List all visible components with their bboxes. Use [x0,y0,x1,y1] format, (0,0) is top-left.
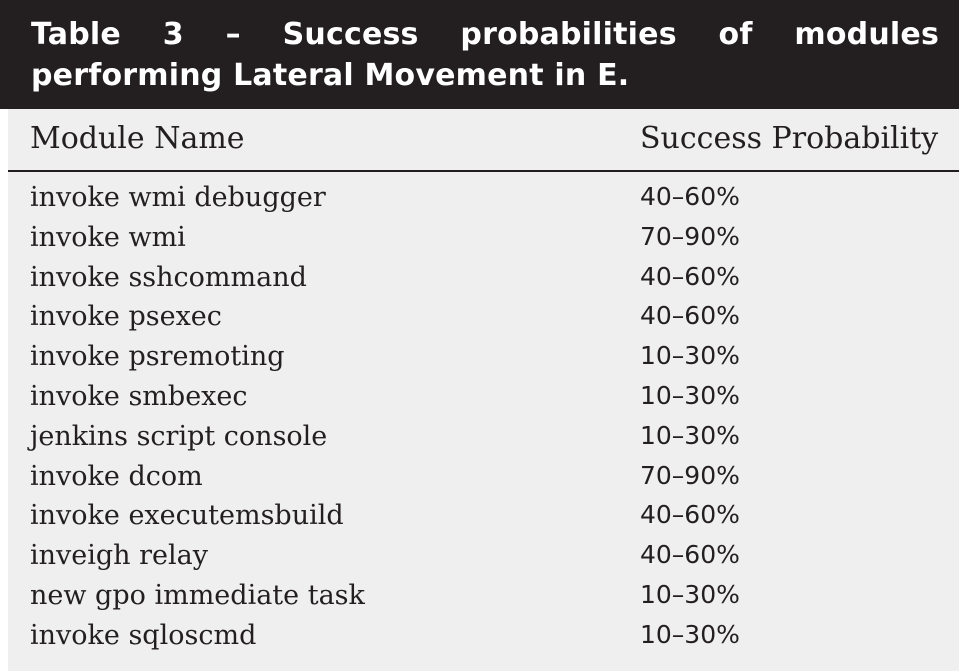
table-row: invoke psexec 40–60% [8,301,959,341]
table-row: invoke wmi debugger 40–60% [8,182,959,222]
success-probability-cell: 40–60% [640,301,740,331]
module-name-cell: invoke wmi debugger [30,182,326,213]
table-header-row: Module Name Success Probability [8,109,959,172]
success-probability-cell: 40–60% [640,182,740,211]
table-row: invoke wmi 70–90% [8,222,959,262]
table-row: invoke executemsbuild 40–60% [8,500,959,540]
success-probability-cell: 10–30% [640,341,740,371]
module-name-cell: inveigh relay [30,540,209,572]
table-title: Table 3 – Success probabilities of modul… [0,0,959,109]
table-row: invoke smbexec 10–30% [8,381,959,421]
module-name-cell: invoke smbexec [30,380,248,412]
success-probability-cell: 70–90% [640,221,740,251]
data-table: Module Name Success Probability invoke w… [8,109,959,671]
module-name-cell: invoke dcom [30,460,203,492]
table-row: invoke sshcommand 40–60% [8,262,959,302]
success-probability-cell: 10–30% [640,619,740,649]
success-probability-cell: 40–60% [640,540,740,570]
table-row: inveigh relay 40–60% [8,540,959,580]
success-probability-cell: 10–30% [640,579,740,609]
success-probability-cell: 40–60% [640,500,740,530]
module-name-cell: invoke psremoting [30,341,285,373]
column-header-module-name: Module Name [30,121,245,156]
success-probability-cell: 10–30% [640,420,740,450]
module-name-cell: invoke psexec [30,301,222,333]
module-name-cell: invoke wmi [30,221,186,253]
header-divider [8,170,959,172]
column-header-success-probability: Success Probability [640,121,939,156]
module-name-cell: invoke sqloscmd [30,619,257,651]
table-row: invoke psremoting 10–30% [8,341,959,381]
table-row: new gpo immediate task 10–30% [8,580,959,620]
success-probability-cell: 70–90% [640,460,740,490]
module-name-cell: invoke sshcommand [30,261,307,293]
module-name-cell: invoke executemsbuild [30,500,344,532]
table-row: jenkins script console 10–30% [8,421,959,461]
module-name-cell: jenkins script console [30,420,328,452]
table-row: invoke dcom 70–90% [8,461,959,501]
table-row: invoke sqloscmd 10–30% [8,620,959,660]
module-name-cell: new gpo immediate task [30,579,365,611]
success-probability-cell: 10–30% [640,380,740,410]
table-body: invoke wmi debugger 40–60% invoke wmi 70… [8,182,959,660]
success-probability-cell: 40–60% [640,261,740,291]
